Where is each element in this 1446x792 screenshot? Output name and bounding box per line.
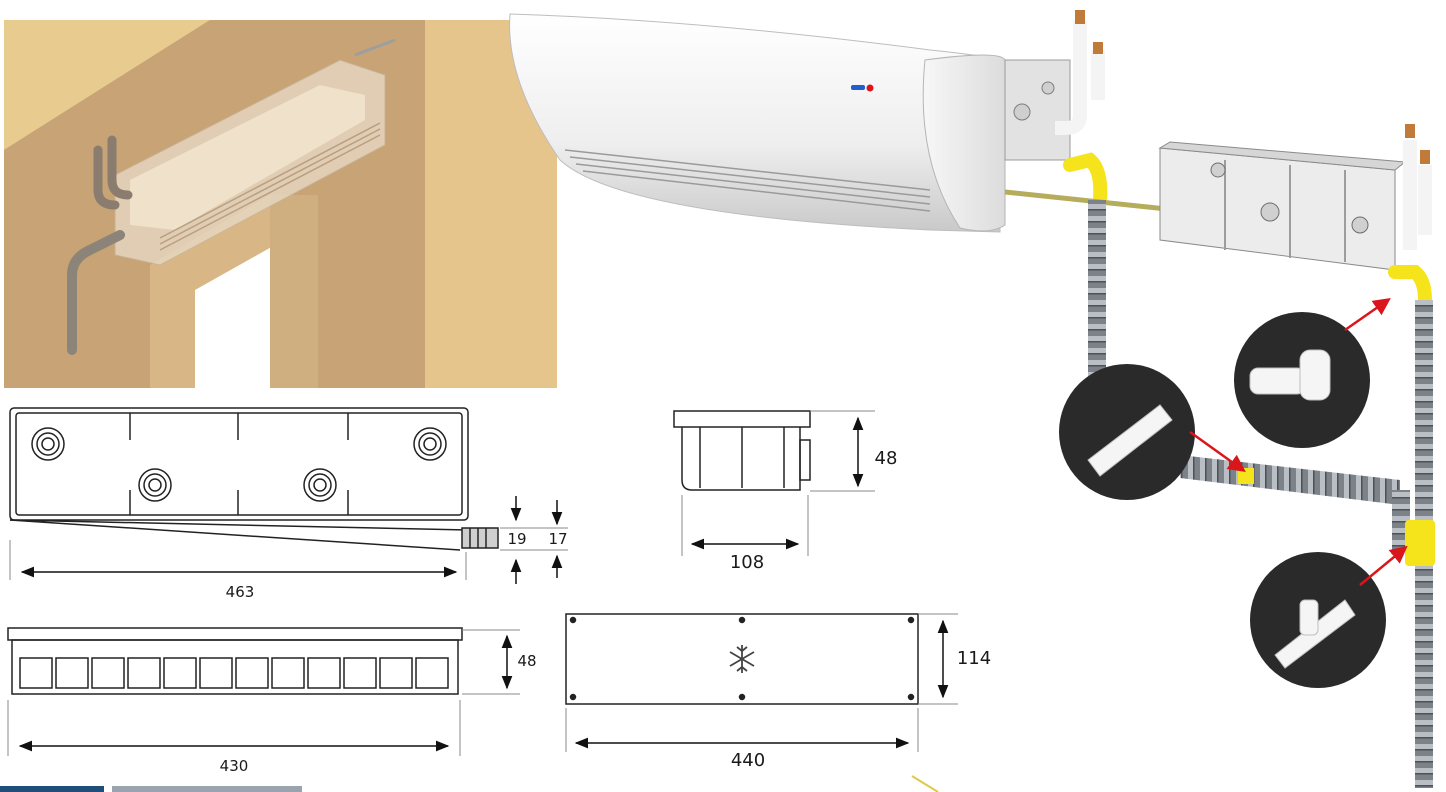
indoor-unit: [509, 10, 1196, 233]
box-depth-left-label: 19: [507, 530, 526, 548]
callout-tee-connector: [1250, 545, 1408, 688]
wall-installation-view: [4, 20, 557, 388]
side-view-drawing: [673, 410, 811, 491]
top-view-bosses: [31, 427, 447, 502]
front-length-label: 430: [220, 757, 249, 775]
box-depth-right-label: 17: [548, 530, 567, 548]
cover-view-drawing: [565, 613, 919, 705]
front-view-slots: [19, 657, 449, 689]
dim-cover-height: 114: [918, 613, 991, 705]
dim-front-height: 48: [462, 629, 537, 695]
dim-side-width: 108: [681, 495, 809, 573]
door-opening: [195, 245, 275, 388]
unit-end-cap: [922, 54, 1006, 232]
yellow-elbow-top: [1063, 152, 1108, 207]
door-frame-right: [270, 195, 318, 388]
dim-box-depth: 19 17: [500, 496, 568, 584]
dim-cover-length: 440: [565, 708, 919, 771]
cover-height-label: 114: [957, 648, 991, 669]
snowflake-icon: [729, 645, 755, 673]
dim-side-height: 48: [810, 410, 898, 492]
dim-box-length: 463: [9, 540, 467, 601]
footer-bar-primary: [0, 786, 104, 792]
ghost-indoor-unit: [114, 38, 396, 266]
status-led-icon: [851, 84, 874, 92]
callout-straight-connector: [1059, 364, 1246, 500]
top-view-drawing: [9, 407, 499, 551]
unit-louvres: [564, 149, 931, 212]
mounting-box: [1158, 124, 1432, 307]
dim-front-length: 430: [7, 700, 461, 775]
callout-elbow-connector: [1234, 297, 1391, 448]
front-height-label: 48: [517, 652, 536, 670]
wall-pipes: [67, 135, 133, 355]
side-height-label: 48: [875, 448, 898, 469]
box-length-label: 463: [226, 583, 255, 601]
decorative-stroke: [911, 775, 939, 792]
front-view-drawing: [7, 627, 463, 695]
unit-rear-box: [1004, 59, 1071, 161]
footer-bar-secondary: [112, 786, 302, 792]
cover-length-label: 440: [731, 750, 765, 771]
side-width-label: 108: [730, 552, 764, 573]
unit-copper-pipes: [1055, 10, 1105, 135]
